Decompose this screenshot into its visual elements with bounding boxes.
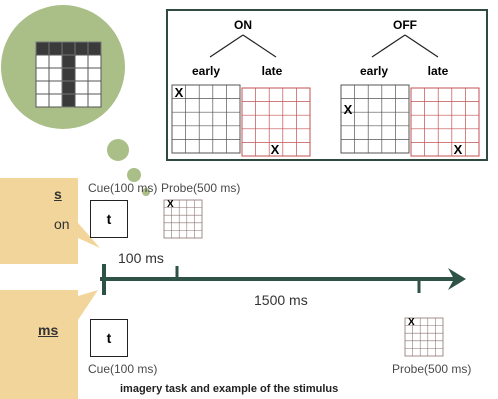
grid-frame [171, 84, 241, 154]
upper-callout-fragment-1: s [54, 186, 62, 202]
off-late-grid [410, 87, 480, 157]
lower-callout-fragment: ms [38, 322, 59, 338]
grid-frame [163, 199, 203, 239]
on-late-x-mark: X [271, 142, 280, 157]
on-early-grid [171, 84, 241, 154]
cue-top-label: Cue(100 ms) [88, 181, 158, 195]
on-late-label: late [262, 64, 283, 78]
grid-frame [404, 317, 444, 357]
interval-short-label: 100 ms [118, 250, 164, 266]
off-label: OFF [393, 18, 417, 32]
off-early-x-mark: X [344, 102, 353, 117]
probe-grid-bottom [404, 317, 444, 357]
on-late-grid [241, 87, 311, 157]
off-late-label: late [428, 64, 449, 78]
timeline-arrowhead [448, 268, 466, 290]
letter-t-grid [35, 41, 102, 108]
cloud-bubble-large [107, 139, 129, 161]
upper-callout-fragment-2: on [54, 216, 70, 232]
probe-grid-top [163, 199, 203, 239]
off-early-label: early [360, 64, 388, 78]
upper-callout [0, 178, 100, 264]
thought-cloud [1, 5, 150, 196]
cue-letter-top: t [106, 211, 112, 227]
on-off-panel: ON early late OFF early late X X X X [166, 9, 488, 161]
letter-grid-cell [87, 93, 102, 108]
grid-frame [241, 87, 311, 157]
cue-letter-bottom: t [106, 330, 112, 346]
off-early-grid [340, 84, 410, 154]
on-label: ON [234, 18, 252, 32]
probe-top-label: Probe(500 ms) [161, 181, 241, 195]
cue-box-bottom: t [90, 319, 128, 357]
on-early-label: early [192, 64, 220, 78]
probe-bottom-label: Probe(500 ms) [392, 362, 472, 376]
grid-frame [410, 87, 480, 157]
cloud-bubble-small [142, 188, 150, 196]
cue-box-top: t [90, 200, 128, 238]
probe-top-x: X [167, 199, 174, 210]
on-early-x-mark: X [175, 85, 184, 100]
on-off-svg: ON early late OFF early late X X X X [171, 18, 480, 157]
probe-bottom-x: X [408, 317, 415, 328]
grid-frame [340, 84, 410, 154]
cloud-bubble-medium [127, 168, 141, 182]
lower-callout [0, 290, 98, 399]
off-late-x-mark: X [454, 142, 463, 157]
figure-caption: imagery task and example of the stimulus [120, 383, 339, 395]
interval-long-label: 1500 ms [254, 292, 308, 308]
cue-bottom-label: Cue(100 ms) [88, 362, 158, 376]
